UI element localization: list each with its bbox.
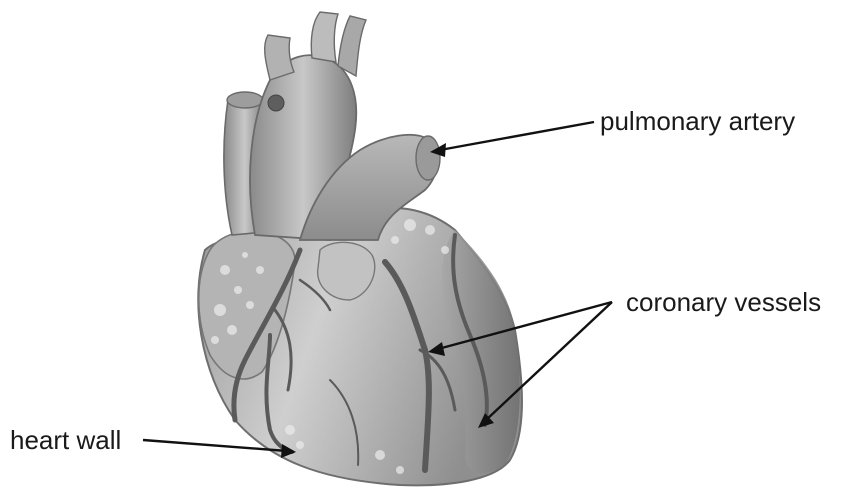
- aortic-branch-2: [311, 12, 338, 62]
- pulmonary-artery-leader: [440, 122, 594, 150]
- label-heart-wall: heart wall: [10, 425, 121, 455]
- heart-illustration: [198, 12, 522, 485]
- aortic-branch-1: [265, 35, 294, 80]
- aortic-branch-3: [338, 16, 366, 76]
- label-coronary-vessels: coronary vessels: [626, 287, 821, 317]
- label-pulmonary-artery: pulmonary artery: [600, 106, 795, 136]
